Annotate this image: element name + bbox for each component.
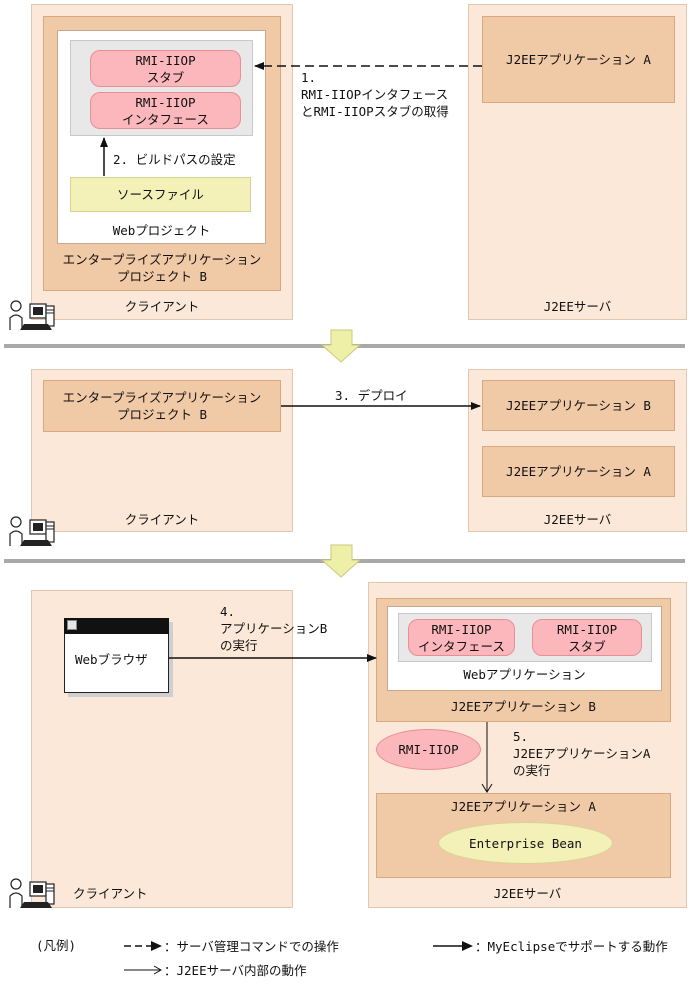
client-label-1: クライアント bbox=[124, 299, 200, 314]
server-label-2: J2EEサーバ bbox=[543, 512, 612, 527]
step3-label: 3. デプロイ bbox=[335, 388, 408, 403]
transition-arrow-1 bbox=[320, 329, 362, 363]
legend-thin-text: ：J2EEサーバ内部の動作 bbox=[164, 963, 307, 978]
ear-project-label-1: エンタープライズアプリケーション プロジェクト B bbox=[62, 252, 262, 284]
transition-arrow-2 bbox=[320, 544, 362, 578]
rmi-stub-box: RMI-IIOP スタブ bbox=[90, 50, 241, 87]
web-project-label: Webプロジェクト bbox=[112, 223, 211, 238]
step5-open-arrowhead bbox=[481, 783, 493, 793]
server-label-1: J2EEサーバ bbox=[543, 299, 612, 314]
rmi-iiop-ellipse: RMI-IIOP bbox=[376, 729, 481, 770]
j2ee-app-a-box-1: J2EEアプリケーション A bbox=[482, 16, 675, 103]
client-label-3: クライアント bbox=[73, 886, 148, 901]
rmi-interface-box-3: RMI-IIOP インタフェース bbox=[408, 619, 515, 656]
legend-title: (凡例) bbox=[36, 938, 77, 953]
legend-bold-text: ：MyEclipseでサポートする動作 bbox=[475, 939, 668, 954]
server-label-3: J2EEサーバ bbox=[493, 886, 562, 901]
step2-label: 2. ビルドパスの設定 bbox=[113, 152, 236, 167]
step5-label: 5. J2EEアプリケーションA の実行 bbox=[513, 729, 651, 778]
j2ee-app-a-label-3: J2EEアプリケーション A bbox=[451, 799, 596, 814]
web-application-label: Webアプリケーション bbox=[463, 667, 586, 682]
rmi-stub-box-3: RMI-IIOP スタブ bbox=[532, 619, 642, 656]
user-computer-icon bbox=[9, 878, 55, 908]
j2ee-app-a-box-2: J2EEアプリケーション A bbox=[482, 446, 675, 497]
client-label-2: クライアント bbox=[124, 512, 200, 527]
enterprise-bean-ellipse: Enterprise Bean bbox=[438, 822, 613, 864]
step1-label: 1. RMI-IIOPインタフェース とRMI-IIOPスタブの取得 bbox=[301, 70, 449, 119]
browser-titlebar bbox=[64, 618, 169, 634]
step4-label: 4. アプリケーションB の実行 bbox=[220, 604, 328, 653]
user-computer-icon bbox=[9, 300, 55, 330]
legend-dashed-text: ：サーバ管理コマンドでの操作 bbox=[164, 939, 339, 954]
browser-window-icon bbox=[67, 620, 77, 630]
source-file-box: ソースファイル bbox=[70, 177, 251, 212]
j2ee-app-b-label-3: J2EEアプリケーション B bbox=[451, 699, 596, 714]
user-computer-icon bbox=[9, 516, 55, 546]
web-browser-label: Webブラウザ bbox=[75, 652, 148, 667]
j2ee-app-b-box-2: J2EEアプリケーション B bbox=[482, 380, 675, 431]
ear-project-box-2: エンタープライズアプリケーション プロジェクト B bbox=[43, 380, 281, 432]
rmi-interface-box: RMI-IIOP インタフェース bbox=[90, 92, 241, 129]
